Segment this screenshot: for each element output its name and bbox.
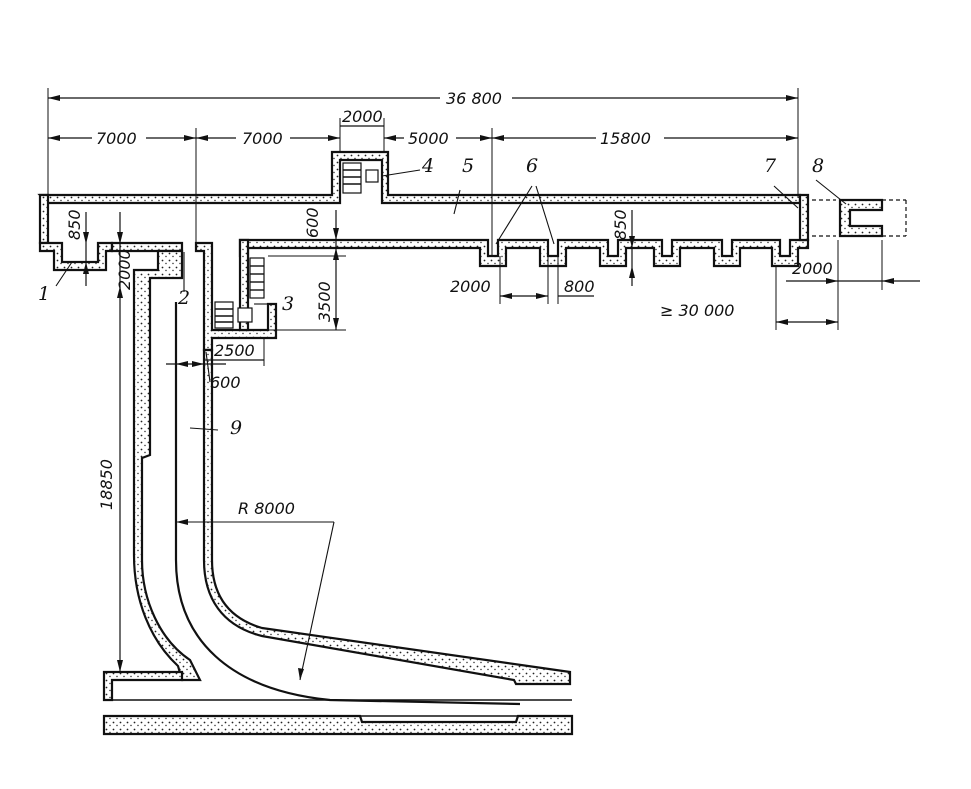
shaft-right-curved-wall: [202, 348, 572, 686]
dim-w2000-right: 2000: [792, 259, 833, 278]
dim-h850-left: 850: [65, 209, 84, 240]
dim-h18850: 18850: [97, 459, 116, 510]
gallery-left-wall: [38, 193, 50, 245]
callout-8: 8: [812, 155, 824, 177]
dim-seg2: 7000: [242, 129, 283, 148]
dim-h600: 600: [303, 207, 322, 238]
dim-h850-right: 850: [611, 209, 630, 240]
dim-radius: R 8000: [238, 499, 295, 518]
callout-9: 9: [230, 417, 242, 439]
element-8: [838, 198, 884, 238]
room-4: [365, 169, 379, 183]
callout-7: 7: [764, 155, 777, 177]
gallery-top-wall: [37, 150, 802, 205]
dim-seg5: 15800: [600, 129, 651, 148]
dim-h2000-left: 2000: [115, 249, 134, 290]
dimension-lines: [47, 88, 920, 681]
ladder-3-lower: [214, 301, 234, 329]
track-axis-9: [174, 302, 521, 706]
ladder-4: [342, 162, 362, 194]
structure: [37, 150, 907, 736]
dim-overall: 36 800: [446, 89, 502, 108]
dim-w800: 800: [564, 277, 595, 296]
callout-5: 5: [462, 155, 474, 177]
dim-w600: 600: [210, 373, 241, 392]
dim-seg4: 5000: [408, 129, 449, 148]
callout-numbers: 1 2 3 4 5 6 7 8 9: [38, 155, 824, 439]
room-3-box: [237, 307, 253, 323]
gallery-bottom-wall-right: [238, 238, 810, 268]
dim-h3500: 3500: [315, 281, 334, 322]
bottom-tunnel-floor: [102, 714, 574, 736]
callout-6: 6: [526, 155, 538, 177]
dimension-texts: 36 800 7000 7000 2000 5000 15800 850 200…: [65, 89, 833, 518]
callout-1: 1: [38, 283, 50, 305]
dim-seg1: 7000: [96, 129, 137, 148]
element-8-dashes: [812, 199, 907, 237]
callout-3: 3: [282, 293, 294, 315]
niche-1: [38, 241, 114, 272]
ladders: [214, 162, 379, 329]
callout-4: 4: [421, 155, 434, 177]
bottom-tunnel: [102, 670, 184, 702]
dim-w2500: 2500: [214, 341, 255, 360]
callout-leaders: [55, 169, 847, 431]
dim-w2000-niche: 2000: [450, 277, 491, 296]
callout-2: 2: [177, 287, 190, 309]
bottom-tunnel-mid: [104, 699, 572, 717]
end-wall-7: [798, 193, 810, 242]
ladder-3-upper: [249, 257, 265, 299]
dim-seg3: 2000: [342, 107, 383, 126]
shaft-left-wall: [132, 249, 202, 682]
dim-min30000: ≥ 30 000: [660, 301, 734, 320]
